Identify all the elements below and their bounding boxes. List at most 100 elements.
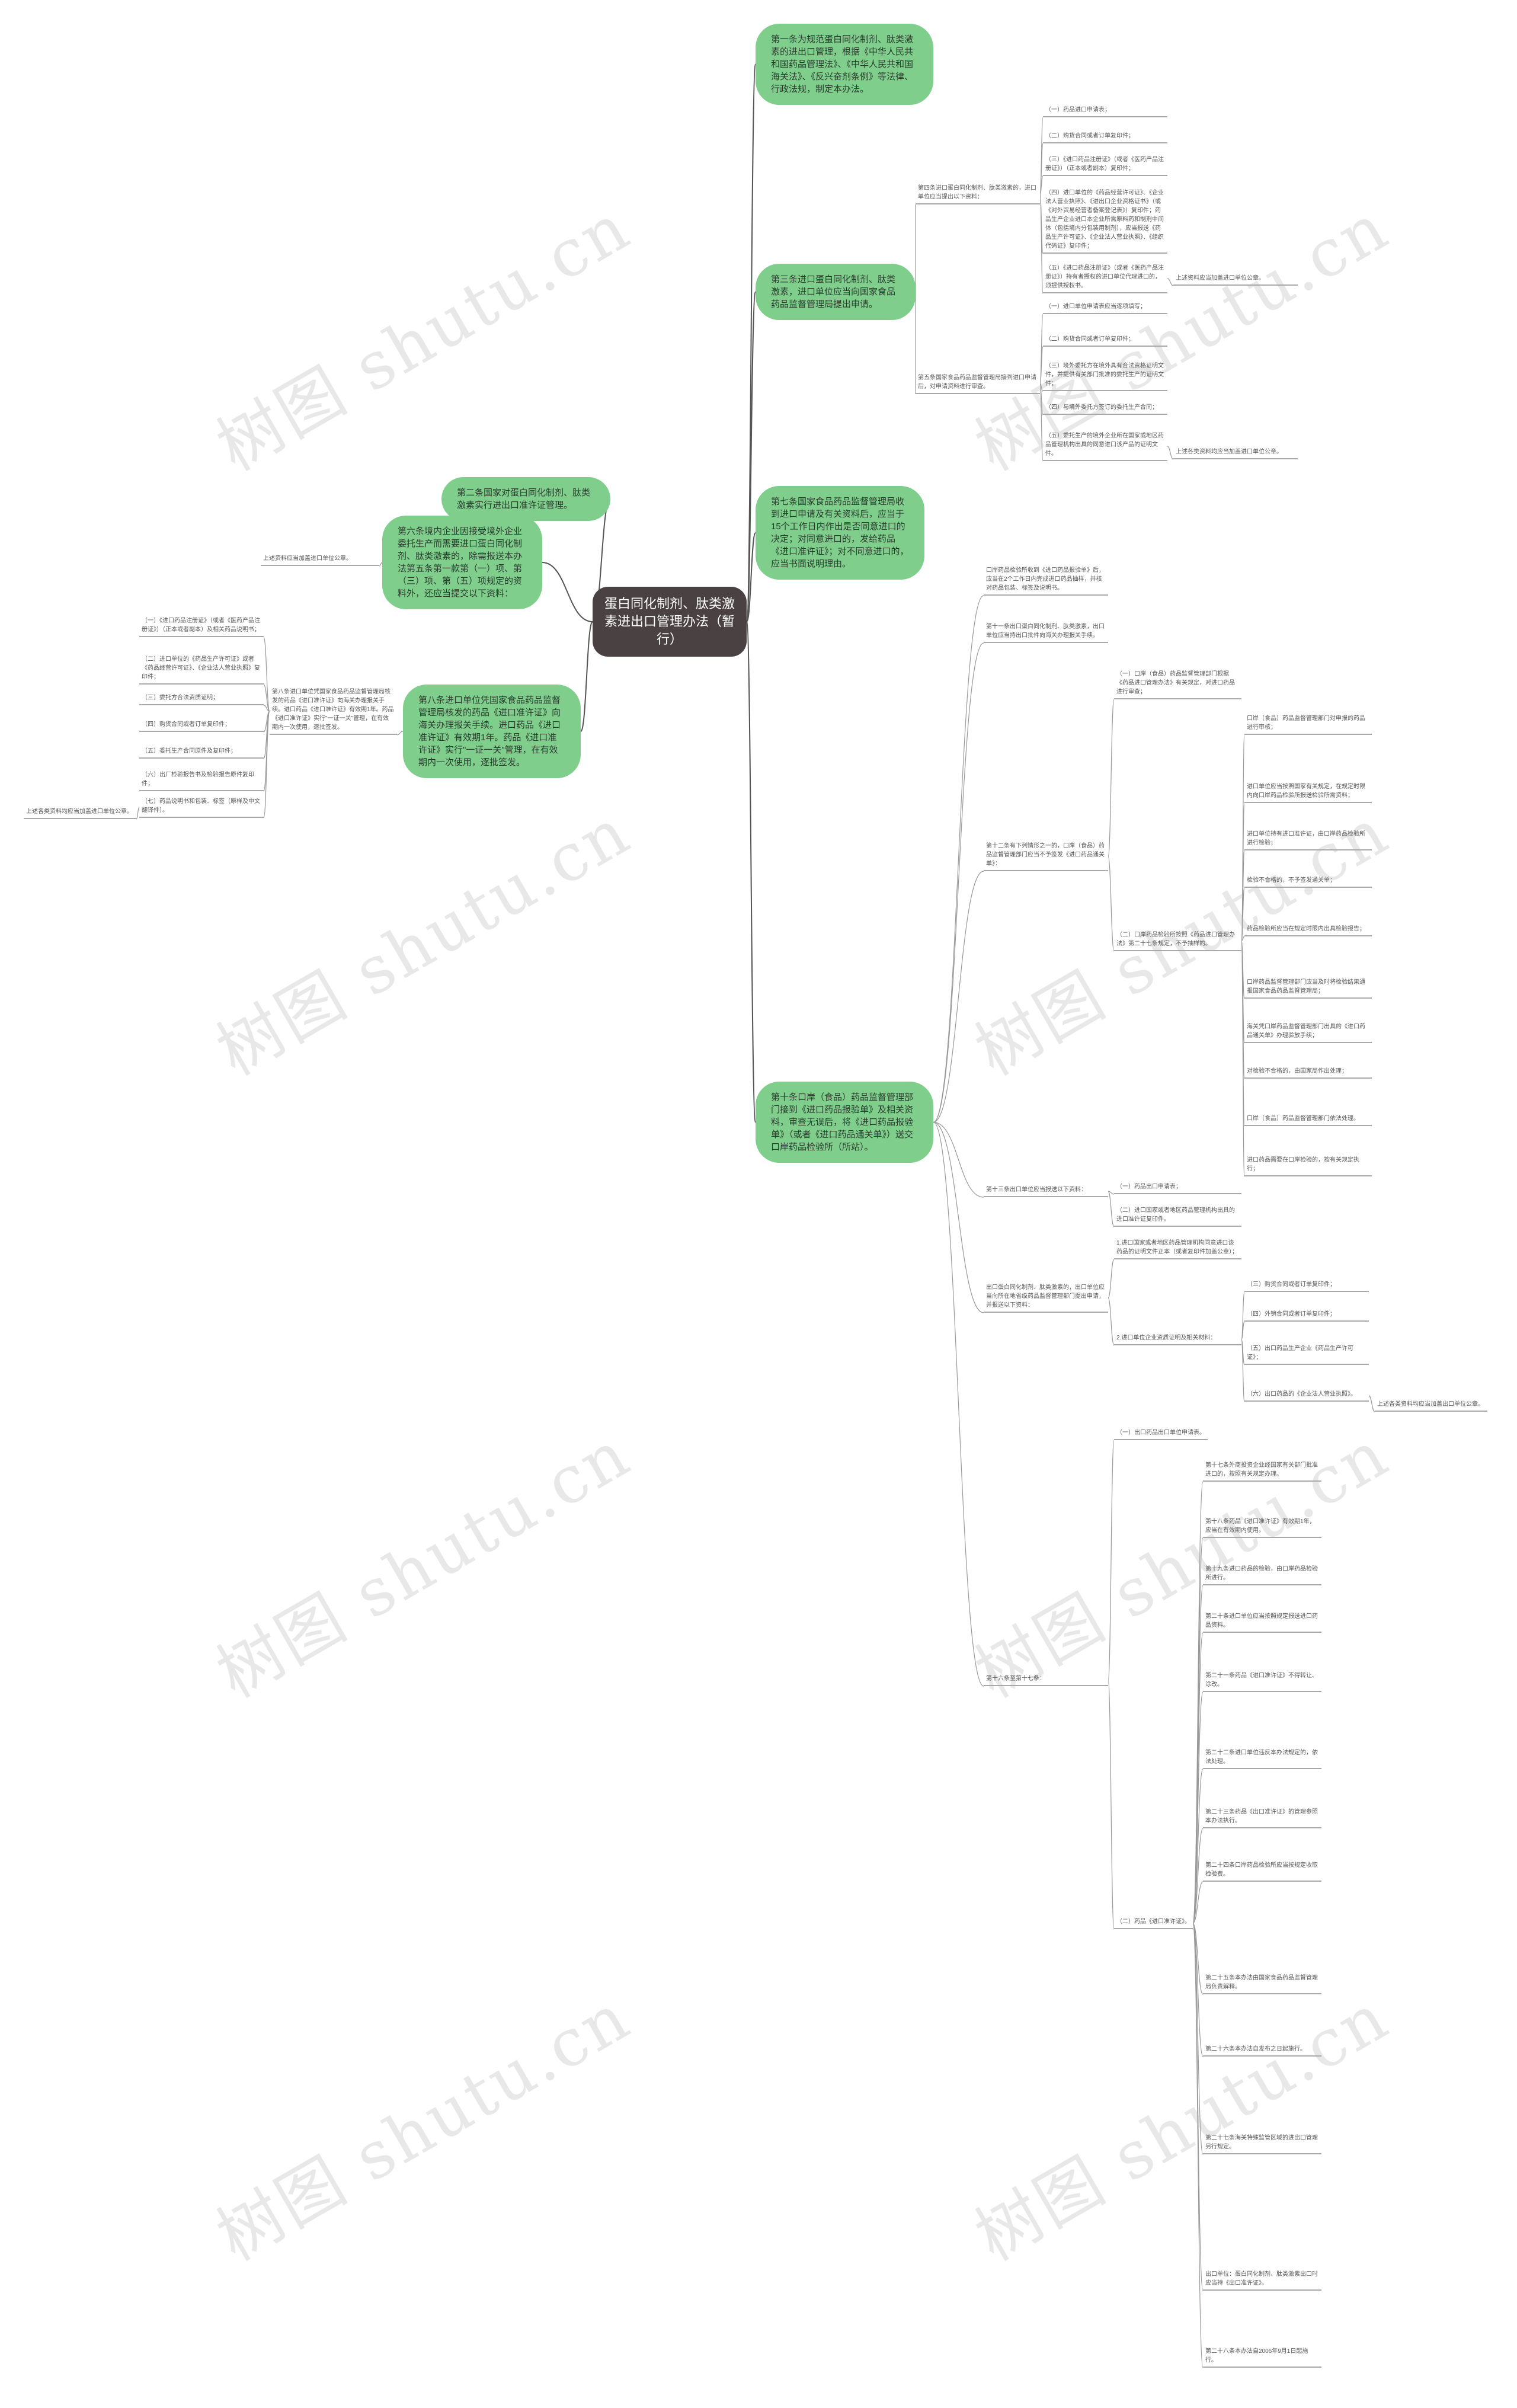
branch-link xyxy=(1241,1339,1245,1402)
article-10-node[interactable]: 第十条口岸（食品）药品监督管理部门接到《进口药品报验单》及相关资料，审查无误后，… xyxy=(756,1082,933,1163)
article-6-item[interactable]: （六）出厂检验报告书及检验报告原件复印件； xyxy=(139,770,264,791)
article-12-note[interactable]: 进口单位持有进口准许证，由口岸药品检验所进行检验； xyxy=(1244,830,1372,850)
article-4-item[interactable]: （二）购货合同或者订单复印件； xyxy=(1043,132,1167,143)
branch-link xyxy=(933,642,984,1123)
article-17-28-item[interactable]: 第十七条外商投资企业经国家有关部门批准进口的，按照有关规定办理。 xyxy=(1203,1461,1321,1482)
article-6-item[interactable]: （五）委托生产合同原件及复印件； xyxy=(139,747,264,759)
article-13-item[interactable]: （一）药品出口申请表； xyxy=(1114,1182,1241,1194)
article-12-note[interactable]: 检验不合格的，不予签发通关单； xyxy=(1244,876,1372,888)
article-17-28-item[interactable]: 第二十三条药品《出口准许证》的管理参照本办法执行。 xyxy=(1203,1808,1321,1828)
root-link xyxy=(580,621,593,732)
article-17-28-item[interactable]: 第二十五条本办法由国家食品药品监督管理局负责解释。 xyxy=(1203,1974,1321,1994)
article-17-28-item[interactable]: 第二十六条本办法自发布之日起施行。 xyxy=(1203,2045,1321,2057)
article-13-intro[interactable]: 第十三条出口单位应当报送以下资料： xyxy=(984,1185,1108,1197)
article-4-tail[interactable]: 上述资料应当加盖进口单位公章。 xyxy=(1173,274,1298,286)
article-12-item[interactable]: （二）口岸药品检验所按照《药品进口管理办法》第二十七条规定，不予抽样的。 xyxy=(1114,930,1241,951)
branch-link xyxy=(1192,1828,1204,1924)
article-5-item[interactable]: （四）与境外委托方签订的委托生产合同； xyxy=(1043,403,1167,415)
article-6-item[interactable]: （三）委托方合法资质证明； xyxy=(139,693,264,705)
branch-link xyxy=(1039,383,1044,462)
article-5-item[interactable]: （三）境外委托方在境外具有合法资格证明文件，并提供有关部门批准的委托生产的证明文… xyxy=(1043,362,1167,391)
article-12-note[interactable]: 海关凭口岸药品监督管理部门出具的《进口药品通关单》办理验放手续； xyxy=(1244,1022,1372,1043)
branch-link xyxy=(136,807,140,820)
article-17-28-item[interactable]: 第二十八条本办法自2006年9月1日起施行。 xyxy=(1203,2347,1321,2368)
article-5-intro[interactable]: 第五条国家食品药品监督管理局接到进口申请后，对申请资料进行审查。 xyxy=(916,373,1040,394)
branch-link xyxy=(1039,346,1044,385)
article-12-note[interactable]: 进口药品需要在口岸检验的，按有关规定执行； xyxy=(1244,1156,1372,1176)
article-12-note[interactable]: 对检验不合格的，由国家局作出处理； xyxy=(1244,1067,1372,1079)
article-5-item[interactable]: （一）进口单位申请表应当逐项填写； xyxy=(1043,302,1167,314)
article-11-node[interactable]: 第十一条出口蛋白同化制剂、肽类激素，出口单位应当持出口批件向海关办理报关手续。 xyxy=(984,622,1108,643)
article-14-tail[interactable]: 上述各类资料均应当加盖出口单位公章。 xyxy=(1375,1400,1487,1412)
article-6-node[interactable]: 第六条境内企业因接受境外企业委托生产而需要进口蛋白同化制剂、肽类激素的，除需报送… xyxy=(382,516,542,609)
article-4-intro[interactable]: 第四条进口蛋白同化制剂、肽类激素的，进口单位应当提出以下资料： xyxy=(916,184,1040,204)
branch-link xyxy=(1108,1680,1115,1930)
article-12-note[interactable]: 进口单位应当按照国家有关规定，在规定时限内向口岸药品检验所报送检验所需资料； xyxy=(1244,782,1372,803)
article-16-item[interactable]: （一）出口药品出口单位申请表。 xyxy=(1114,1428,1208,1440)
article-17-28-item[interactable]: 第十八条药品《进口准许证》有效期1年，应当在有效期内使用。 xyxy=(1203,1517,1321,1538)
article-3-node[interactable]: 第三条进口蛋白同化制剂、肽类激素，进口单位应当向国家食品药品监督管理局提出申请。 xyxy=(756,264,916,320)
article-17-28-item[interactable]: 第十九条进口药品的检验，由口岸药品检验所进行。 xyxy=(1203,1565,1321,1585)
article-12-note[interactable]: 口岸（食品）药品监督管理部门对申报的药品进行审核； xyxy=(1244,714,1372,735)
branch-link xyxy=(1368,1395,1375,1412)
branch-link xyxy=(1039,193,1044,294)
branch-link xyxy=(1241,1321,1245,1340)
root-node[interactable]: 蛋白同化制剂、肽类激素进出口管理办法（暂行） xyxy=(593,587,747,657)
article-14-intro[interactable]: 出口蛋白同化制剂、肽类激素的，出口单位应当向所在地省级药品监督管理部门提出申请，… xyxy=(984,1283,1108,1313)
article-1-node[interactable]: 第一条为规范蛋白同化制剂、肽类激素的进出口管理，根据《中华人民共和国药品管理法》… xyxy=(756,24,933,105)
article-6-item[interactable]: （二）进口单位的《药品生产许可证》或者《药品经营许可证》、《企业法人营业执照》复… xyxy=(139,655,264,685)
article-8-detail[interactable]: 第八条进口单位凭国家食品药品监督管理局核发的药品《进口准许证》向海关办理报关手续… xyxy=(270,687,397,735)
article-6-item[interactable]: （四）购货合同或者订单复印件； xyxy=(139,720,264,732)
article-17-28-item[interactable]: 出口单位：蛋白同化制剂、肽类激素出口时应当持《出口准许证》。 xyxy=(1203,2270,1321,2291)
article-2-node[interactable]: 第二条国家对蛋白同化制剂、肽类激素实行进出口准许证管理。 xyxy=(441,477,610,521)
article-12-item[interactable]: （一）口岸（食品）药品监督管理部门根据《药品进口管理办法》有关规定，对进口药品进… xyxy=(1114,670,1241,699)
branch-link xyxy=(1039,175,1044,195)
branch-link xyxy=(933,595,984,1123)
article-16-intro[interactable]: 第十六条至第十七条： xyxy=(984,1674,1108,1686)
article-14-item[interactable]: 1.进口国家或者地区药品管理机构同意进口该药品的证明文件正本（或者复印件加盖公章… xyxy=(1114,1239,1241,1259)
article-6-item[interactable]: （一）《进口药品注册证》（或者《医药产品注册证》）（正本或者副本）及相关药品说明… xyxy=(139,616,264,637)
article-10-detail[interactable]: 口岸药品检验所收到《进口药品报验单》后，应当在2个工作日内完成进口药品抽样，并核… xyxy=(984,566,1108,596)
branch-link xyxy=(1192,1881,1204,1924)
article-16-item[interactable]: （二）药品《进口准许证》。 xyxy=(1114,1917,1193,1929)
article-5-item[interactable]: （五）委托生产的境外企业所在国家或地区药品管理机构出具的同意进口该产品的证明文件… xyxy=(1043,431,1167,461)
root-link xyxy=(746,532,756,622)
article-5-item[interactable]: （二）购货合同或者订单复印件； xyxy=(1043,335,1167,347)
branch-link xyxy=(1108,1297,1115,1346)
branch-link xyxy=(1192,1923,1204,2155)
article-4-item[interactable]: （一）药品进口申请表； xyxy=(1043,105,1167,117)
article-7-node[interactable]: 第七条国家食品药品监督管理局收到进口申请及有关资料后，应当于15个工作日内作出是… xyxy=(756,486,924,580)
article-12-note[interactable]: 药品检验所应当在规定时限内出具检验报告； xyxy=(1244,925,1372,936)
branch-link xyxy=(263,705,270,712)
article-8-node[interactable]: 第八条进口单位凭国家食品药品监督管理局核发的药品《进口准许证》向海关办理报关手续… xyxy=(403,685,581,778)
branch-link xyxy=(1108,856,1115,952)
branch-link xyxy=(1192,1923,1204,2057)
article-14-item[interactable]: 2.进口单位企业资质证明及相关材料： xyxy=(1114,1333,1241,1345)
article-6-item[interactable]: （七）药品说明书和包装、标签（原样及中文翻译件）。 xyxy=(139,797,264,818)
branch-link xyxy=(263,637,270,712)
article-4-item[interactable]: （四）进口单位的《药品经营许可证》、《企业法人营业执照》、《进出口企业资格证书》… xyxy=(1043,188,1167,254)
article-4-item[interactable]: （三）《进口药品注册证》（或者《医药产品注册证》）（正本或者副本）复印件； xyxy=(1043,155,1167,176)
article-17-28-item[interactable]: 第二十四条口岸药品检验所应当按规定收取检验费。 xyxy=(1203,1861,1321,1882)
article-14-item[interactable]: （四）外销合同或者订单复印件； xyxy=(1244,1310,1369,1322)
article-14-item[interactable]: （六）出口药品的《企业法人营业执照》。 xyxy=(1244,1390,1369,1402)
article-14-item[interactable]: （三）购货合同或者订单复印件； xyxy=(1244,1280,1369,1292)
branch-link xyxy=(379,562,383,567)
article-14-item[interactable]: （五）出口药品生产企业《药品生产许可证》； xyxy=(1244,1344,1369,1365)
article-4-item[interactable]: （五）《进口药品注册证》（或者《医药产品注册证》）持有者授权的进口单位代理进口的… xyxy=(1043,264,1167,293)
article-13-item[interactable]: （二）进口国家或者地区药品管理机构出具的进口准许证复印件。 xyxy=(1114,1206,1241,1227)
article-6-tail-note[interactable]: 上述资料应当加盖进口单位公章。 xyxy=(261,554,379,566)
article-6-tail[interactable]: 上述各类资料均应当加盖进口单位公章。 xyxy=(24,807,136,819)
article-17-28-item[interactable]: 第二十七条海关特殊监管区域的进出口管理另行规定。 xyxy=(1203,2134,1321,2154)
article-12-note[interactable]: 口岸（食品）药品监督管理部门依法处理。 xyxy=(1244,1114,1372,1126)
article-12-note[interactable]: 口岸药品监督管理部门应当及时将检验结果通报国家食品药品监督管理局； xyxy=(1244,978,1372,999)
root-link xyxy=(542,562,593,622)
branch-link xyxy=(1241,940,1245,1177)
article-17-28-item[interactable]: 第二十二条进口单位违反本办法规定的，依法处理。 xyxy=(1203,1748,1321,1769)
article-5-tail[interactable]: 上述各类资料均应当加盖进口单位公章。 xyxy=(1173,447,1298,459)
article-17-28-item[interactable]: 第二十一条药品《进口准许证》不得转让、涂改。 xyxy=(1203,1671,1321,1692)
article-12-intro[interactable]: 第十二条有下列情形之一的，口岸（食品）药品监督管理部门应当不予签发《进口药品通关… xyxy=(984,842,1108,871)
article-17-28-item[interactable]: 第二十条进口单位应当按照规定报送进口药品资料。 xyxy=(1203,1612,1321,1633)
branch-link xyxy=(1108,1191,1115,1227)
root-link xyxy=(746,291,756,622)
